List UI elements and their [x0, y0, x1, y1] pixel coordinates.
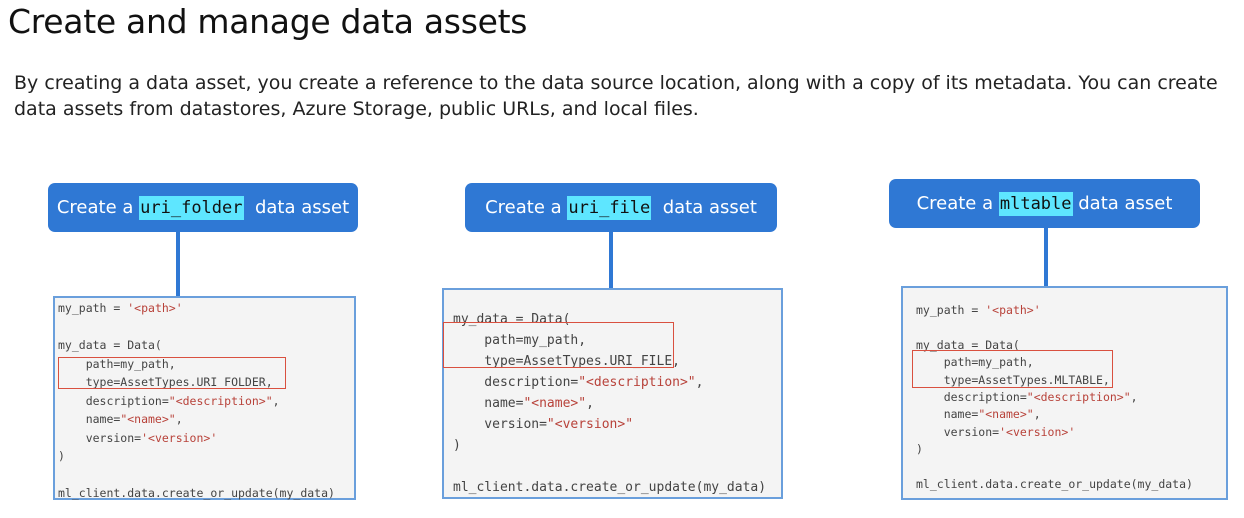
code-line: ): [58, 447, 354, 466]
code-token: description=: [58, 393, 169, 408]
code-token: version=: [916, 424, 1000, 439]
code-line: type=AssetTypes.URI_FOLDER,: [58, 373, 354, 392]
code-token: ml_client.data.create_or_update(my_data): [58, 486, 335, 500]
code-string: "<description>": [1026, 389, 1131, 404]
code-token: version=: [453, 417, 547, 432]
header-prefix: Create a: [485, 197, 568, 218]
connector-line: [1044, 228, 1048, 286]
connector-line: [176, 232, 180, 296]
code-block-uri-folder: my_path = '<path>' my_data = Data( path=m…: [53, 296, 356, 500]
code-token: name=: [58, 412, 121, 426]
code-token: ,: [1130, 389, 1138, 404]
code-token: type=AssetTypes.MLTABLE,: [916, 372, 1110, 387]
code-line: my_data = Data(: [453, 309, 781, 330]
code-token: ,: [1033, 407, 1041, 422]
code-line: path=my_path,: [916, 354, 1226, 371]
code-line: [916, 459, 1226, 476]
code-token: ): [58, 449, 65, 463]
intro-text: By creating a data asset, you create a r…: [14, 72, 1218, 120]
code-line: ml_client.data.create_or_update(my_data): [58, 484, 354, 503]
highlight-box: [912, 350, 1113, 388]
code-string: '<path>': [127, 301, 183, 315]
code-token: ): [453, 438, 461, 453]
code-string: "<version>": [546, 417, 634, 432]
code-string: "<name>": [120, 412, 176, 426]
code-line: description="<description>",: [453, 372, 781, 393]
code-line: name="<name>",: [58, 410, 354, 429]
code-string: '<path>': [985, 303, 1041, 317]
code-string: "<name>": [523, 396, 587, 411]
code-token: path=my_path,: [58, 356, 176, 371]
code-token: version=: [58, 430, 142, 445]
code-line: ): [916, 441, 1226, 458]
code-token: my_data = Data(: [916, 337, 1020, 352]
code-token: name=: [916, 407, 979, 422]
highlight-box: [443, 322, 674, 368]
code-line: my_data = Data(: [916, 337, 1226, 354]
code-token: my_path =: [58, 301, 128, 315]
asset-type-highlight: mltable: [998, 191, 1073, 216]
mltable-header: Create a mltable data asset: [889, 179, 1200, 228]
header-suffix: data asset: [651, 197, 757, 218]
header-suffix: data asset: [243, 197, 350, 218]
code-string: "<description>": [168, 393, 273, 408]
code-line: name="<name>",: [916, 406, 1226, 423]
code-token: type=AssetTypes.URI_FOLDER,: [58, 375, 273, 389]
code-line: [58, 318, 354, 337]
code-line: ): [453, 435, 781, 456]
code-string: '<version>': [141, 430, 218, 445]
header-prefix: Create a: [56, 197, 140, 218]
code-line: [453, 456, 781, 477]
code-token: ,: [586, 396, 594, 411]
code-token: ): [916, 442, 923, 457]
code-line: [916, 319, 1226, 336]
code-token: description=: [453, 375, 579, 390]
connector-line: [609, 232, 613, 288]
code-token: my_data = Data(: [58, 338, 162, 352]
code-line: ml_client.data.create_or_update(my_data): [453, 477, 781, 498]
code-token: description=: [916, 389, 1027, 404]
code-token: type=AssetTypes.URI_FILE,: [453, 354, 680, 369]
uri-folder-header: Create a uri_folder data asset: [48, 183, 358, 232]
code-line: my_path = '<path>': [58, 299, 354, 318]
code-line: description="<description>",: [916, 389, 1226, 406]
header-prefix: Create a: [916, 193, 999, 214]
code-line: version="<version>": [453, 414, 781, 435]
asset-type-highlight: uri_folder: [139, 195, 244, 220]
code-line: ml_client.data.create_or_update(my_data): [916, 476, 1226, 493]
code-line: type=AssetTypes.URI_FILE,: [453, 351, 781, 372]
code-token: my_path =: [916, 303, 986, 317]
code-line: my_data = Data(: [58, 336, 354, 355]
code-token: ml_client.data.create_or_update(my_data): [916, 476, 1193, 491]
code-line: my_path = '<path>': [916, 302, 1226, 319]
code-line: [58, 466, 354, 485]
code-token: my_data = Data(: [453, 312, 571, 327]
highlight-box: [58, 357, 286, 389]
code-token: path=my_path,: [453, 333, 587, 348]
code-string: "<name>": [978, 407, 1034, 422]
code-line: name="<name>",: [453, 393, 781, 414]
code-token: ml_client.data.create_or_update(my_data): [453, 480, 767, 495]
header-suffix: data asset: [1072, 193, 1173, 214]
page-title: Create and manage data assets: [8, 2, 528, 41]
code-token: ,: [175, 412, 183, 426]
code-block-uri-file: my_data = Data( path=my_path, type=Asset…: [442, 288, 783, 499]
asset-type-highlight: uri_file: [567, 195, 652, 220]
code-token: ,: [695, 375, 704, 390]
code-line: version='<version>': [916, 424, 1226, 441]
code-line: version='<version>': [58, 429, 354, 448]
code-line: path=my_path,: [453, 330, 781, 351]
code-line: description="<description>",: [58, 392, 354, 411]
code-string: "<description>": [578, 375, 696, 390]
code-token: ,: [272, 393, 280, 408]
code-line: path=my_path,: [58, 355, 354, 374]
code-string: '<version>': [999, 424, 1076, 439]
code-line: type=AssetTypes.MLTABLE,: [916, 372, 1226, 389]
uri-file-header: Create a uri_file data asset: [465, 183, 777, 232]
code-token: name=: [453, 396, 524, 411]
code-block-mltable: my_path = '<path>' my_data = Data( path=m…: [901, 286, 1228, 500]
code-token: path=my_path,: [916, 355, 1034, 370]
